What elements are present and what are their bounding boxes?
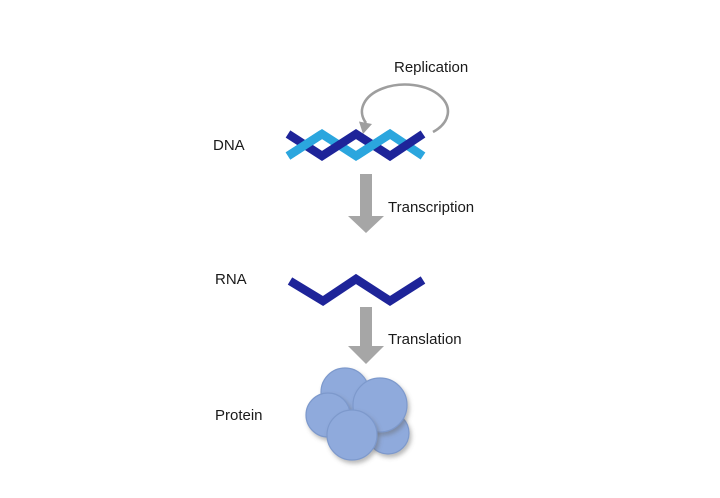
protein-subunit: [326, 409, 378, 461]
dna-double-strand: [285, 128, 426, 162]
translation-label: Translation: [388, 331, 462, 348]
dna-label: DNA: [213, 137, 245, 154]
replication-arrowhead: [359, 121, 372, 134]
translation-arrow-icon: [348, 307, 384, 364]
rna-strand: [287, 273, 426, 307]
dna-light-strand-over-1: [285, 130, 325, 160]
protein-blob: [305, 367, 410, 461]
replication-loop-arrow-icon: [359, 83, 450, 134]
replication-arc: [360, 83, 450, 134]
rna-label: RNA: [215, 271, 247, 288]
transcription-arrow-icon: [348, 174, 384, 233]
transcription-label: Transcription: [388, 199, 475, 216]
dna-light-strand-over-2: [353, 130, 393, 160]
protein-label: Protein: [215, 407, 263, 424]
replication-label: Replication: [394, 59, 469, 76]
dna-dark-strand: [285, 128, 426, 162]
